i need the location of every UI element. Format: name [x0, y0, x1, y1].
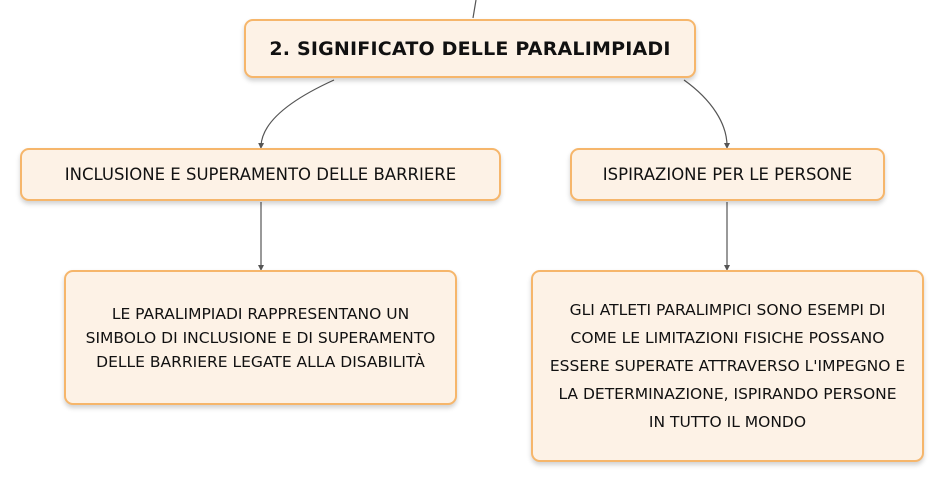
connector-main-to-inclusion — [258, 79, 335, 149]
branch-label-inspiration: ISPIRAZIONE PER LE PERSONE — [602, 165, 853, 184]
main-topic-node[interactable]: 2. SIGNIFICATO DELLE PARALIMPIADI — [244, 19, 696, 78]
detail-text-inspiration: GLI ATLETI PARALIMPICI SONO ESEMPI DI CO… — [549, 301, 906, 431]
branch-label-inclusion: INCLUSIONE E SUPERAMENTO DELLE BARRIERE — [64, 165, 457, 184]
main-topic-label: 2. SIGNIFICATO DELLE PARALIMPIADI — [269, 37, 671, 60]
connector-parent-to-main — [472, 0, 477, 19]
connector-main-to-inspiration — [683, 79, 730, 149]
branch-node-inspiration[interactable]: ISPIRAZIONE PER LE PERSONE — [570, 148, 885, 201]
detail-node-inclusion[interactable]: LE PARALIMPIADI RAPPRESENTANO UN SIMBOLO… — [64, 270, 457, 405]
detail-node-inspiration[interactable]: GLI ATLETI PARALIMPICI SONO ESEMPI DI CO… — [531, 270, 924, 462]
branch-node-inclusion[interactable]: INCLUSIONE E SUPERAMENTO DELLE BARRIERE — [20, 148, 501, 201]
detail-text-inclusion: LE PARALIMPIADI RAPPRESENTANO UN SIMBOLO… — [85, 304, 436, 371]
